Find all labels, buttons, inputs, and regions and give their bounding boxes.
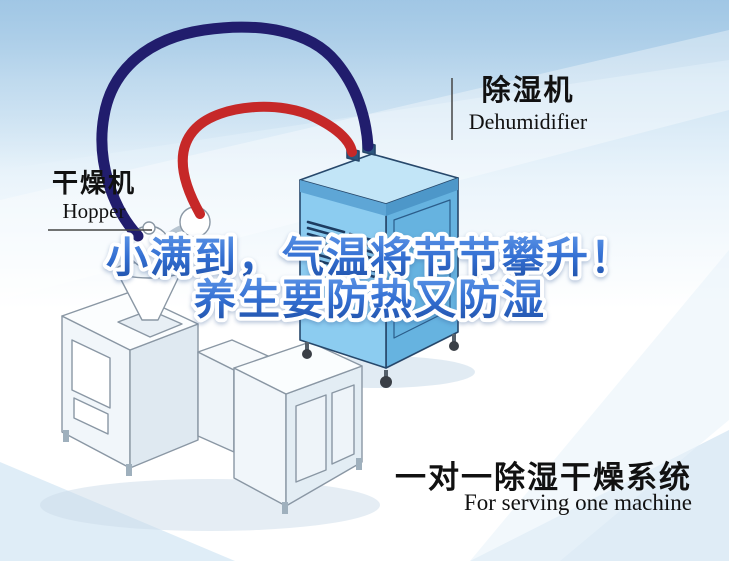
dehumidifier-unit: [299, 141, 459, 388]
caption-en: For serving one machine: [463, 490, 692, 515]
caption-zh: 一对一除湿干燥系统: [395, 460, 692, 495]
vent-louvers-right: [348, 232, 384, 281]
extruder-machine: [61, 291, 363, 514]
headline-line1: 小满到，气温将节节攀升！: [106, 234, 634, 281]
headline-line2: 养生要防热又防湿: [194, 276, 546, 323]
vent-louvers-left: [306, 220, 346, 270]
red-hose: [177, 101, 357, 219]
dehumidifier-label-en: Dehumidifier: [468, 109, 588, 134]
dehumidifier-label: 除湿机 Dehumidifier: [456, 74, 600, 136]
hopper-label-zh: 干燥机: [51, 168, 136, 198]
dehumidifier-label-zh: 除湿机: [481, 75, 575, 107]
hopper-label-en: Hopper: [62, 199, 126, 223]
navy-hose: [96, 21, 374, 242]
hopper-label: 干燥机 Hopper: [46, 168, 142, 225]
caster-wheels: [302, 334, 459, 388]
